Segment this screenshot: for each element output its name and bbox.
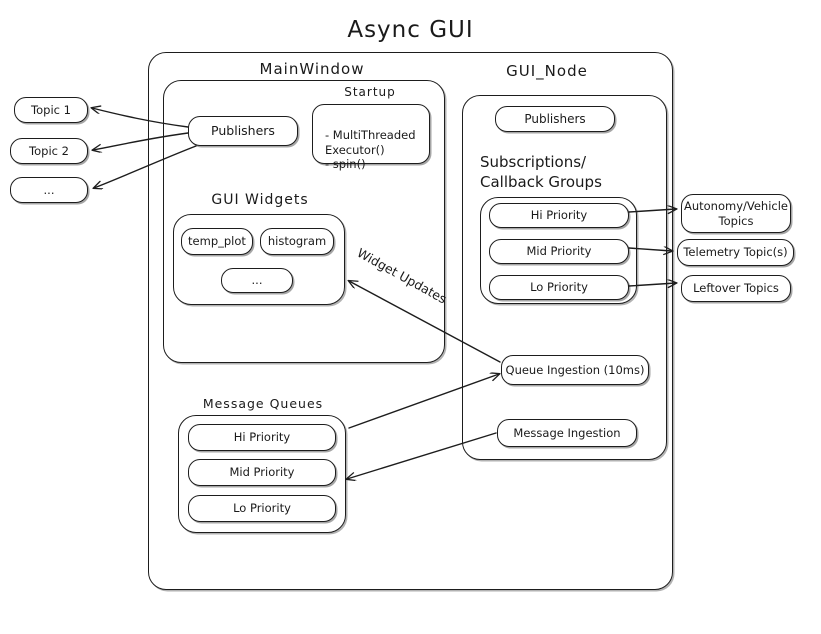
topic-more-box[interactable]: ... xyxy=(10,177,88,203)
topic-2-label: Topic 2 xyxy=(29,143,69,158)
mainwindow-box xyxy=(163,80,445,363)
mq-hi-priority-label: Hi Priority xyxy=(233,430,291,445)
sub-hi-priority-box[interactable]: Hi Priority xyxy=(489,203,629,228)
autonomy-topics-box[interactable]: Autonomy/Vehicle Topics xyxy=(681,194,791,233)
temp-plot-label: temp_plot xyxy=(188,234,246,249)
leftover-topics-box[interactable]: Leftover Topics xyxy=(681,275,791,302)
startup-title: Startup xyxy=(344,85,396,99)
topic-more-label: ... xyxy=(43,182,55,197)
message-queues-title: Message Queues xyxy=(202,396,324,411)
gui-node-title: GUI_Node xyxy=(506,62,588,80)
gui-widgets-title: GUI Widgets xyxy=(211,192,309,208)
autonomy-topics-label: Autonomy/Vehicle Topics xyxy=(683,199,789,228)
topic-2-box[interactable]: Topic 2 xyxy=(10,138,88,164)
telemetry-topics-box[interactable]: Telemetry Topic(s) xyxy=(677,239,794,266)
message-ingestion-label: Message Ingestion xyxy=(513,425,621,440)
message-ingestion-box[interactable]: Message Ingestion xyxy=(497,419,637,447)
histogram-label: histogram xyxy=(267,234,327,249)
queue-ingestion-label: Queue Ingestion (10ms) xyxy=(505,362,645,377)
queue-ingestion-box[interactable]: Queue Ingestion (10ms) xyxy=(501,355,649,385)
mainwindow-title: MainWindow xyxy=(259,60,365,78)
outer-container xyxy=(148,52,673,590)
diagram-title: Async GUI xyxy=(347,17,474,43)
publishers-mainwindow-label: Publishers xyxy=(211,123,275,139)
sub-lo-priority-box[interactable]: Lo Priority xyxy=(489,275,629,300)
mq-mid-priority-box[interactable]: Mid Priority xyxy=(188,459,336,486)
topic-1-box[interactable]: Topic 1 xyxy=(14,97,88,123)
startup-lines: - MultiThreaded Executor() - spin() xyxy=(325,128,416,172)
topic-1-label: Topic 1 xyxy=(31,102,71,117)
widgets-more-label: ... xyxy=(251,273,263,288)
sub-mid-priority-label: Mid Priority xyxy=(526,244,592,259)
histogram-box[interactable]: histogram xyxy=(260,228,334,255)
mq-lo-priority-label: Lo Priority xyxy=(233,501,291,516)
publishers-node-label: Publishers xyxy=(524,111,586,126)
leftover-topics-label: Leftover Topics xyxy=(693,281,779,296)
telemetry-topics-label: Telemetry Topic(s) xyxy=(683,245,788,260)
sub-mid-priority-box[interactable]: Mid Priority xyxy=(489,239,629,264)
mq-lo-priority-box[interactable]: Lo Priority xyxy=(188,495,336,522)
widgets-more-box[interactable]: ... xyxy=(221,268,293,293)
startup-box: - MultiThreaded Executor() - spin() xyxy=(312,104,430,171)
gui-widgets-box xyxy=(173,214,345,305)
publishers-mainwindow-box[interactable]: Publishers xyxy=(188,116,298,146)
publishers-node-box[interactable]: Publishers xyxy=(495,106,615,132)
gui-node-box xyxy=(462,95,667,460)
mq-mid-priority-label: Mid Priority xyxy=(229,465,295,480)
temp-plot-box[interactable]: temp_plot xyxy=(181,228,253,255)
mq-hi-priority-box[interactable]: Hi Priority xyxy=(188,424,336,451)
sub-lo-priority-label: Lo Priority xyxy=(530,280,588,295)
subscriptions-title: Subscriptions/ Callback Groups xyxy=(480,153,602,192)
sub-hi-priority-label: Hi Priority xyxy=(530,208,588,223)
